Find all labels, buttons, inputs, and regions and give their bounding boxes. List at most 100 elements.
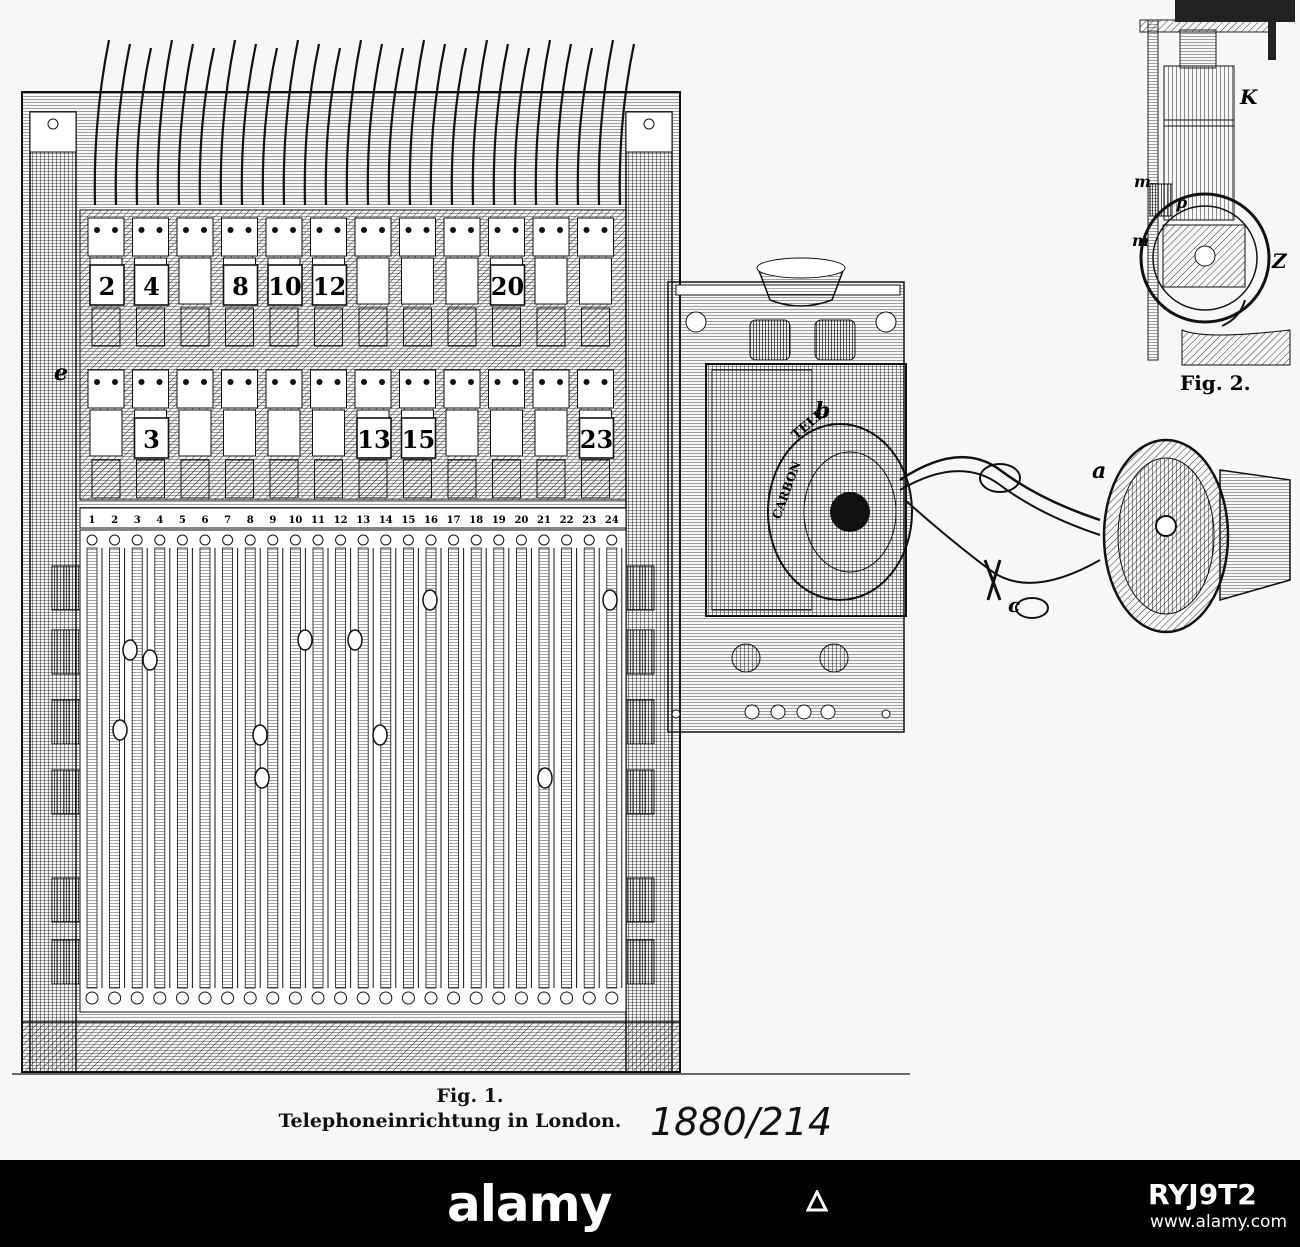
relay-head (443, 217, 481, 257)
jack-column (380, 547, 392, 989)
handwritten-reference: 1880/214 (649, 1100, 833, 1144)
jack-plug (122, 639, 138, 661)
relay-flap (579, 257, 612, 305)
fig1-caption-label: Fig. 1. (436, 1085, 504, 1107)
relay-screw (245, 227, 252, 233)
relay-flap (534, 257, 568, 305)
jack-column (606, 547, 618, 989)
jack-number: 19 (492, 515, 506, 526)
relay-coil (581, 307, 610, 347)
relay-screw (557, 379, 563, 385)
relay-coil (91, 307, 121, 347)
jack-bottom-screw (492, 991, 506, 1005)
jack-bottom-screw (469, 991, 483, 1005)
jack-column (516, 547, 527, 989)
indicator-tag-number: 10 (268, 272, 301, 301)
jack-plug (422, 589, 438, 611)
wire (366, 43, 384, 206)
relay-head (443, 369, 481, 409)
relay-screw (468, 227, 474, 233)
relay-screw (227, 227, 234, 233)
jack-number: 1 (89, 515, 96, 526)
side-connectors (51, 565, 655, 985)
jack-bottom-screw (243, 991, 257, 1005)
jack-number: 8 (247, 515, 254, 526)
indicator-tag-number: 4 (143, 272, 160, 301)
left-connector (51, 565, 81, 611)
jack-bottom-screw (85, 991, 99, 1005)
relay-coil (180, 459, 210, 499)
relay-flap (178, 257, 212, 305)
relay-head (176, 369, 214, 409)
relay-coil (180, 307, 210, 347)
relay-flap (356, 257, 390, 305)
relay-screw (227, 379, 234, 385)
fig2-label-z: Z (1271, 249, 1288, 273)
relay-flap (445, 409, 479, 457)
jack-screw (538, 534, 550, 546)
relay-screw (361, 379, 367, 385)
relay-flap (267, 409, 301, 457)
relay-coil (492, 459, 521, 499)
switchboard-label-e: e (54, 360, 68, 386)
relay-head (265, 217, 303, 257)
jack-column (470, 547, 482, 989)
right-connector (625, 629, 655, 675)
jack-number: 23 (582, 515, 596, 526)
jack-screw (131, 534, 143, 546)
fig2-label-k: K (1239, 85, 1259, 109)
relay-head (354, 217, 392, 257)
relay-screw (361, 227, 367, 233)
jack-plug (142, 649, 158, 671)
jack-number: 11 (311, 515, 325, 526)
jack-bottom-screw (401, 991, 415, 1005)
jack-column (86, 547, 98, 989)
indicator-tag (89, 264, 125, 306)
relay-flap (178, 409, 212, 457)
indicator-tag-number: 15 (402, 425, 435, 454)
left-connector (51, 877, 81, 923)
relay-screw (201, 379, 207, 385)
relay-coil (358, 307, 388, 347)
jack-column (222, 547, 234, 989)
wire (324, 47, 342, 206)
jack-number: 7 (224, 515, 231, 526)
right-connector (625, 769, 655, 815)
jack-column (357, 547, 369, 989)
relay-screw (272, 227, 278, 233)
brand-logo-icon (806, 1190, 828, 1212)
indicator-tag-number: 23 (580, 425, 613, 454)
relay-screw (583, 227, 590, 233)
jack-plug (297, 629, 313, 651)
jack-screw (583, 534, 595, 546)
jack-column (583, 547, 595, 989)
jack-screw (199, 534, 211, 546)
wire (156, 39, 174, 206)
jack-number: 3 (134, 515, 141, 526)
jack-screw (289, 534, 301, 546)
relay-flap (401, 257, 434, 305)
relay-head (87, 369, 125, 409)
relay-screw (379, 379, 385, 385)
right-connector (625, 565, 655, 611)
relay-head (310, 369, 347, 409)
jack-screw (561, 534, 573, 546)
relay-head (577, 217, 614, 257)
left-connector (51, 769, 81, 815)
wire (345, 39, 363, 206)
jack-number: 21 (537, 515, 551, 526)
jack-number: 2 (111, 515, 118, 526)
jack-number: 24 (605, 515, 619, 526)
relay-coil (403, 307, 432, 347)
relay-screw (112, 227, 118, 233)
relay-head (532, 369, 570, 409)
relay-screw (201, 227, 207, 233)
relay-head (132, 217, 169, 257)
jack-number: 9 (269, 515, 276, 526)
jack-column (335, 547, 347, 989)
jack-number: 4 (156, 515, 163, 526)
jack-plug (254, 767, 270, 789)
indicator-tag (311, 264, 348, 306)
